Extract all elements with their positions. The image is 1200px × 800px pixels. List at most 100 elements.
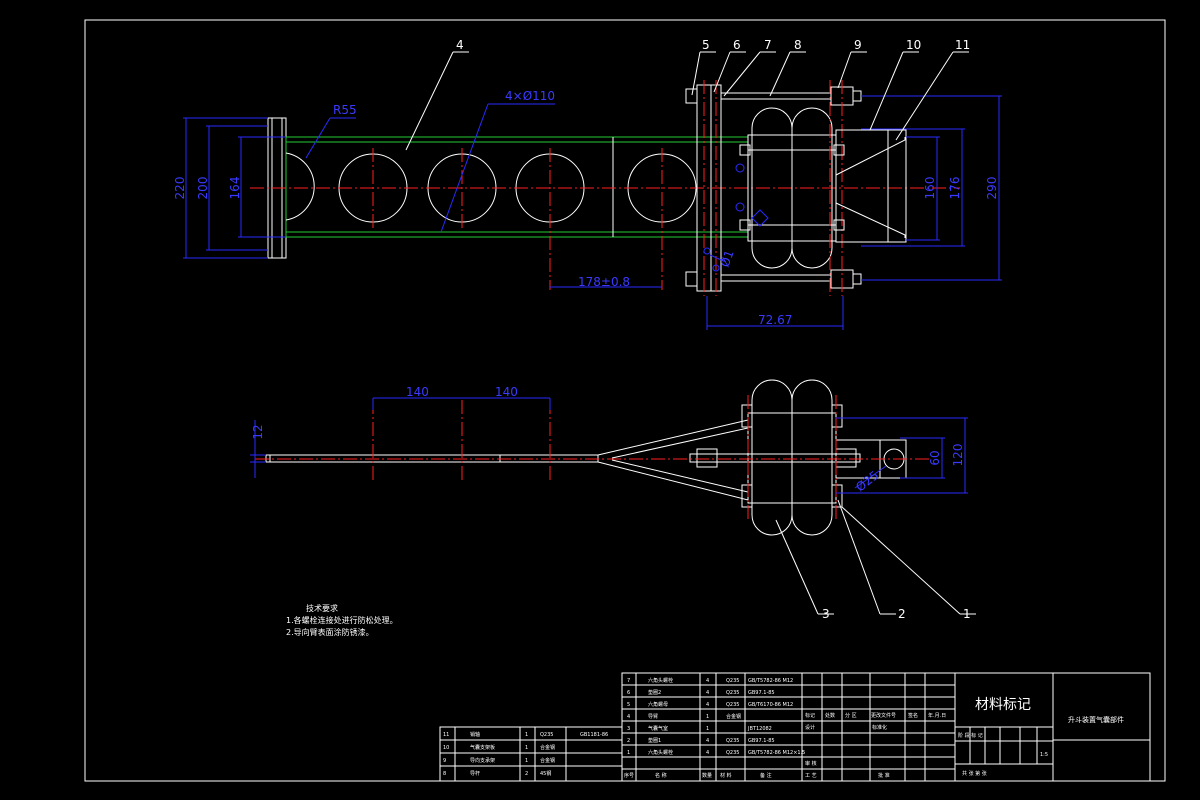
tb-row-mark: 标记: [805, 712, 815, 719]
bom-row-no: 8: [443, 771, 446, 777]
balloon-1: 1: [963, 607, 971, 621]
dim-12: 12: [251, 424, 265, 439]
bom-header-mat: 材 料: [720, 772, 732, 779]
bom-row-name: 导臂: [648, 713, 658, 720]
bom-row-code: GB/T5782-86 M12: [748, 678, 793, 684]
bom-row-qty: 4: [706, 738, 709, 744]
bom-row-no: 5: [627, 702, 630, 708]
bom-row-name: 六角螺母: [648, 701, 668, 708]
dim-176: 176: [948, 177, 962, 200]
bom-row-material: Q235: [540, 732, 553, 738]
balloon-2: 2: [898, 607, 906, 621]
bom-row-material: 合金钢: [726, 713, 741, 720]
bom-header-qty: 数量: [702, 772, 712, 779]
bom-row-material: Q235: [726, 738, 739, 744]
bom-row-qty: 4: [706, 690, 709, 696]
balloon-9: 9: [854, 38, 862, 52]
bom-row-qty: 1: [525, 758, 528, 764]
tb-row-doc: 更改文件号: [871, 712, 896, 719]
dim-140-a: 140: [406, 385, 429, 399]
bom-row-material: 合金钢: [540, 744, 555, 751]
bom-row-name: 销轴: [470, 731, 480, 738]
drawing-title: 升斗装置气囊部件: [1068, 715, 1124, 724]
bom-header-no: 序号: [624, 772, 634, 779]
bom-row-material: 合金钢: [540, 757, 555, 764]
top-view: 220 200 164 R55 4×Ø110 178±0.8 72.67 Ø1 …: [173, 38, 1002, 330]
bom-row-name: 六角头螺栓: [648, 677, 673, 684]
bom-row-material: Q235: [726, 750, 739, 756]
tb-design: 设计: [805, 724, 815, 731]
dim-60: 60: [928, 450, 942, 465]
technical-requirements: 技术要求 1.各螺栓连接处进行防松处理。 2.导向臂表面涂防锈漆。: [286, 603, 398, 637]
bom-row-code: JBT12082: [747, 726, 772, 732]
bom-row-material: 45钢: [540, 770, 551, 777]
bom-row-qty: 1: [706, 714, 709, 720]
dim-160: 160: [923, 177, 937, 200]
bom-row-qty: 1: [525, 745, 528, 751]
dim-72-67: 72.67: [758, 313, 792, 327]
bom-row-material: Q235: [726, 690, 739, 696]
bom-row-code: GB/T5782-86 M12×1.5: [748, 750, 805, 756]
dim-290: 290: [985, 177, 999, 200]
bom-row-no: 1: [627, 750, 630, 756]
guide-rod-bottom: [720, 274, 832, 282]
balloon-10: 10: [906, 38, 921, 52]
bom-row-qty: 4: [706, 750, 709, 756]
sheets-label: 共 张 第 张: [962, 770, 987, 777]
tb-standard: 标准化: [872, 724, 887, 731]
dim-164: 164: [228, 177, 242, 200]
bom-header-name: 名 称: [655, 772, 667, 779]
bom-row-no: 9: [443, 758, 446, 764]
tb-row-date: 年.月.日: [928, 712, 946, 719]
tb-approve: 批 准: [878, 772, 890, 779]
tb-craft: 工 艺: [805, 773, 817, 779]
bom-row-qty: 1: [525, 732, 528, 738]
drawing-frame: [84, 19, 1166, 782]
tb-review: 审 核: [805, 760, 817, 767]
bom-row-name: 导向支承架: [470, 757, 495, 764]
bom-row-no: 2: [627, 738, 630, 744]
bom-row-name: 六角头螺栓: [648, 749, 673, 756]
stage-label: 阶 段 标 记: [958, 732, 983, 739]
bom-row-qty: 2: [525, 771, 528, 777]
balloon-4: 4: [456, 38, 464, 52]
title-block: 材料标记 升斗装置气囊部件 1:5 阶 段 标 记 共 张 第 张 序号 名 称…: [439, 672, 1151, 782]
tb-row-zone: 分 区: [845, 712, 857, 719]
dim-r55: R55: [333, 103, 357, 117]
front-view: 140 140 12 60 120 Ø25 3 2 1: [250, 379, 976, 621]
guide-arm-body: [285, 136, 749, 238]
dim-holes: 4×Ø110: [505, 89, 555, 103]
tech-title: 技术要求: [306, 603, 338, 613]
bom-row-name: 导杆: [470, 770, 480, 777]
balloon-7: 7: [764, 38, 772, 52]
dim-200: 200: [196, 177, 210, 200]
bom-row-name: 垫圈2: [648, 689, 661, 696]
bom-row-material: Q235: [726, 702, 739, 708]
bom-row-no: 4: [627, 714, 630, 720]
balloon-6: 6: [733, 38, 741, 52]
bom-row-no: 10: [443, 745, 449, 751]
bom-row-qty: 4: [706, 678, 709, 684]
bom-row-name: 气囊气室: [648, 725, 668, 732]
scale-value: 1:5: [1040, 752, 1048, 758]
bom-row-name: 气囊支架板: [470, 744, 495, 751]
bom-row-name: 垫圈1: [648, 737, 661, 744]
bom-row-qty: 1: [706, 726, 709, 732]
balloon-11: 11: [955, 38, 970, 52]
dim-120: 120: [951, 444, 965, 467]
dim-phi1: Ø1: [718, 248, 737, 269]
dim-140-b: 140: [495, 385, 518, 399]
bom-row-no: 6: [627, 690, 630, 696]
guide-rod-top: [720, 92, 832, 100]
bom-row-no: 7: [627, 678, 630, 684]
balloon-5: 5: [702, 38, 710, 52]
bom-row-code: GB97.1-85: [748, 738, 775, 744]
tb-row-sign: 签名: [908, 712, 918, 719]
bom-row-code: GB/T6170-86 M12: [748, 702, 793, 708]
dim-178: 178±0.8: [578, 275, 630, 289]
balloon-8: 8: [794, 38, 802, 52]
bom-row-qty: 4: [706, 702, 709, 708]
